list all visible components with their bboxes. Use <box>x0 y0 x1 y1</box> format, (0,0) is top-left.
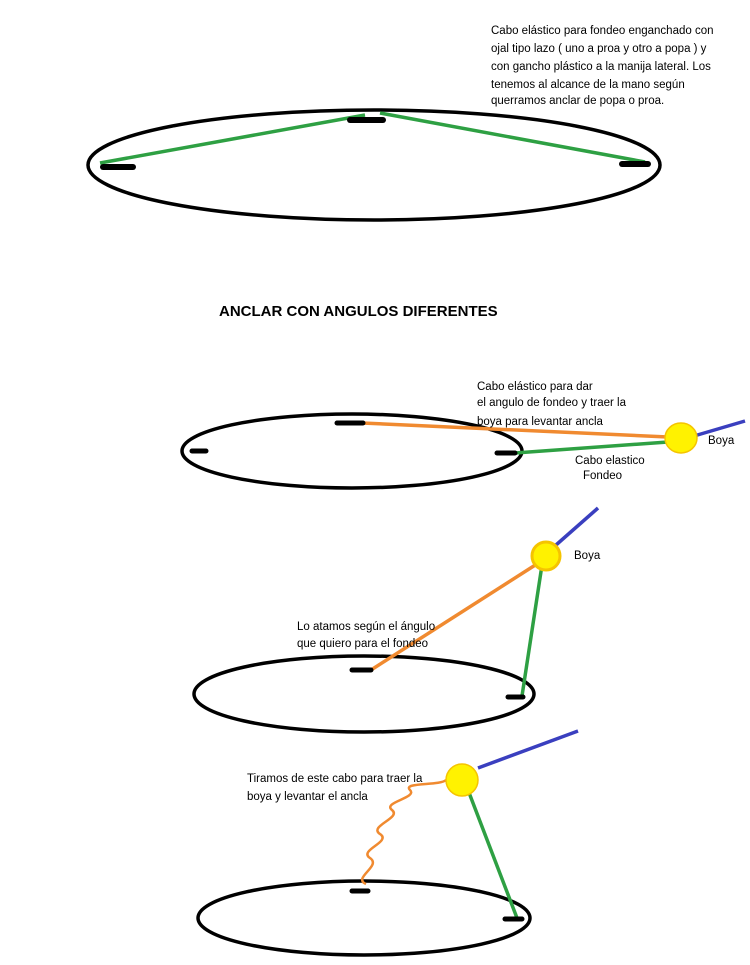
kayak-diagram-1: Cabo elástico para fondeo enganchado con… <box>86 25 717 222</box>
buoy-icon <box>664 422 698 454</box>
label-line: Cabo elastico <box>575 455 645 467</box>
kayak-outline <box>86 108 662 222</box>
page-title: ANCLAR CON ANGULOS DIFERENTES <box>219 303 498 320</box>
kayak-outline <box>192 654 536 734</box>
label-line: boya y levantar el ancla <box>247 791 368 803</box>
anchor-line <box>554 506 600 547</box>
label-line: Tiramos de este cabo para traer la <box>247 773 423 785</box>
green-rope <box>520 564 544 697</box>
buoy-icon <box>530 540 562 572</box>
top-note-line: con gancho plástico a la manija lateral.… <box>491 61 711 73</box>
top-note: Cabo elástico para fondeo enganchado con… <box>491 25 717 107</box>
orange-rope-label: Lo atamos según el ángulo que quiero par… <box>297 621 438 650</box>
buoy-icon <box>445 763 479 797</box>
label-line: boya para levantar ancla <box>477 416 604 428</box>
label-line: Lo atamos según el ángulo <box>297 621 435 633</box>
green-rope <box>99 113 366 165</box>
kayak-diagram-4: Tiramos de este cabo para traer la boya … <box>196 729 579 957</box>
kayak-outline <box>196 879 532 957</box>
label-line: Cabo elástico para dar <box>477 381 593 393</box>
orange-rope-label: Cabo elástico para dar el angulo de fond… <box>477 381 629 428</box>
wavy-orange-rope <box>361 778 447 886</box>
label-line: Fondeo <box>583 470 622 482</box>
kayak-diagram-3: Boya Lo atamos según el ángulo que quier… <box>192 506 601 734</box>
buoy-label: Boya <box>574 550 601 562</box>
green-rope <box>514 440 669 455</box>
green-rope <box>466 789 519 919</box>
orange-rope <box>370 560 541 672</box>
top-note-line: querramos anclar de popa o proa. <box>491 95 664 107</box>
buoy-label: Boya <box>708 435 735 447</box>
orange-rope <box>361 421 669 439</box>
anchor-line <box>477 729 579 770</box>
green-rope <box>379 111 646 164</box>
green-rope-label: Cabo elastico Fondeo <box>575 455 648 482</box>
top-note-line: ojal tipo lazo ( uno a proa y otro a pop… <box>491 43 707 55</box>
kayak-diagram-2: Cabo elástico para dar el angulo de fond… <box>180 381 746 490</box>
top-note-line: tenemos al alcance de la mano según <box>491 79 685 91</box>
top-note-line: Cabo elástico para fondeo enganchado con <box>491 25 714 37</box>
label-line: el angulo de fondeo y traer la <box>477 397 627 409</box>
orange-rope-label: Tiramos de este cabo para traer la boya … <box>247 773 426 803</box>
label-line: que quiero para el fondeo <box>297 638 428 650</box>
anchor-line <box>693 419 746 438</box>
